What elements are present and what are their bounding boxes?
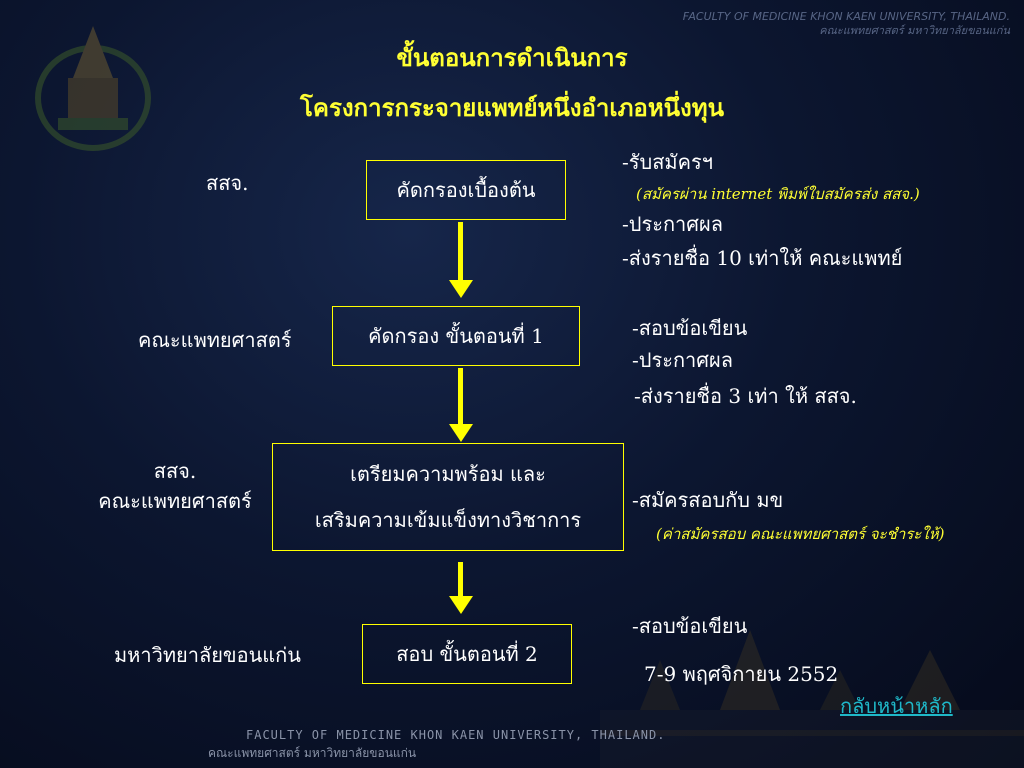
arrow-3-head bbox=[449, 596, 473, 614]
note-fee-detail: (ค่าสมัครสอบ คณะแพทยศาสตร์ จะชำระให้) bbox=[656, 525, 945, 543]
university-seal-logo bbox=[35, 26, 151, 151]
step3-actor-line1: สสจ. bbox=[153, 459, 197, 483]
step1-box: คัดกรองเบื้องต้น bbox=[366, 160, 566, 220]
step4-actor-label: มหาวิทยาลัยขอนแก่น bbox=[114, 643, 301, 667]
note-send-3x: -ส่งรายชื่อ 3 เท่า ให้ สสจ. bbox=[634, 384, 857, 408]
header-institution: FACULTY OF MEDICINE KHON KAEN UNIVERSITY… bbox=[683, 10, 1010, 38]
arrow-2-shaft bbox=[458, 368, 463, 424]
step3-actor-line2: คณะแพทยศาสตร์ bbox=[98, 489, 252, 513]
note-announce-2: -ประกาศผล bbox=[632, 348, 733, 372]
step2-actor-label: คณะแพทยศาสตร์ bbox=[138, 328, 292, 352]
note-register: -รับสมัครฯ bbox=[622, 150, 713, 174]
step3-box-line1: เตรียมความพร้อม และ bbox=[350, 462, 546, 486]
note-announce-1: -ประกาศผล bbox=[622, 212, 723, 236]
step1-actor-label: สสจ. bbox=[206, 171, 249, 195]
header-institution-th: คณะแพทยศาสตร์ มหาวิทยาลัยขอนแก่น bbox=[819, 24, 1010, 37]
note-written-exam-1: -สอบข้อเขียน bbox=[632, 316, 748, 340]
arrow-1-shaft bbox=[458, 222, 463, 280]
arrow-2-head bbox=[449, 424, 473, 442]
note-apply-kku: -สมัครสอบกับ มข bbox=[632, 488, 784, 512]
footer-institution-th: คณะแพทยศาสตร์ มหาวิทยาลัยขอนแก่น bbox=[208, 746, 417, 760]
header-institution-en: FACULTY OF MEDICINE KHON KAEN UNIVERSITY… bbox=[682, 10, 1010, 23]
page-title: ขั้นตอนการดำเนินการ bbox=[396, 43, 628, 72]
city-skyline-background bbox=[600, 630, 1024, 768]
arrow-1-head bbox=[449, 280, 473, 298]
footer-institution-en: FACULTY OF MEDICINE KHON KAEN UNIVERSITY… bbox=[246, 728, 666, 742]
step3-box: เตรียมความพร้อม และ เสริมความเข้มแข็งทาง… bbox=[272, 443, 624, 551]
back-to-home-link[interactable]: กลับหน้าหลัก bbox=[840, 694, 953, 718]
step3-box-line2: เสริมความเข้มแข็งทางวิชาการ bbox=[314, 508, 582, 532]
note-send-10x: -ส่งรายชื่อ 10 เท่าให้ คณะแพทย์ bbox=[622, 246, 903, 270]
page-subtitle: โครงการกระจายแพทย์หนึ่งอำเภอหนึ่งทุน bbox=[300, 93, 724, 122]
note-written-exam-2: -สอบข้อเขียน bbox=[632, 614, 748, 638]
step4-box: สอบ ขั้นตอนที่ 2 bbox=[362, 624, 572, 684]
note-register-detail: (สมัครผ่าน internet พิมพ์ใบสมัครส่ง สสจ.… bbox=[636, 185, 920, 203]
step2-box: คัดกรอง ขั้นตอนที่ 1 bbox=[332, 306, 580, 366]
step3-actor-label: สสจ. คณะแพทยศาสตร์ bbox=[80, 456, 270, 516]
note-exam-date: 7-9 พฤศจิกายน 2552 bbox=[644, 662, 839, 686]
arrow-3-shaft bbox=[458, 562, 463, 596]
